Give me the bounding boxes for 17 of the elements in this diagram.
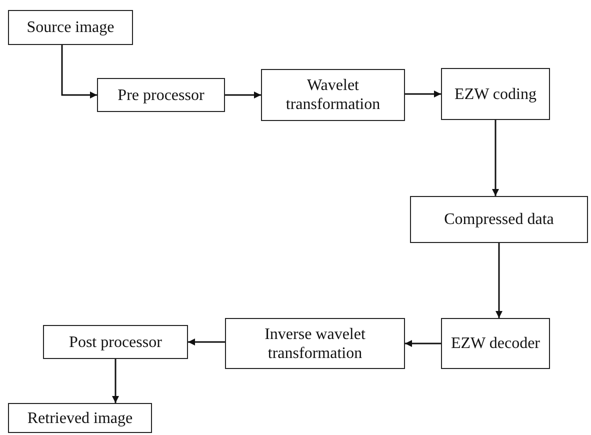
- process-box: EZW decoder: [441, 318, 550, 369]
- process-box: Retrieved image: [8, 403, 152, 433]
- process-box: Wavelet transformation: [261, 69, 405, 121]
- process-box: Compressed data: [410, 196, 588, 243]
- process-box: Post processor: [43, 325, 188, 359]
- arrow: [61, 45, 97, 98]
- arrow: [112, 359, 119, 403]
- arrow: [492, 120, 499, 196]
- process-box: Source image: [8, 10, 133, 45]
- process-box: EZW coding: [441, 68, 550, 120]
- process-box: Pre processor: [97, 78, 225, 112]
- arrow: [225, 92, 261, 98]
- arrow: [405, 90, 441, 98]
- arrow: [405, 340, 441, 347]
- process-box: Inverse wavelet transformation: [225, 318, 405, 369]
- arrow: [496, 243, 502, 318]
- arrow: [188, 338, 225, 346]
